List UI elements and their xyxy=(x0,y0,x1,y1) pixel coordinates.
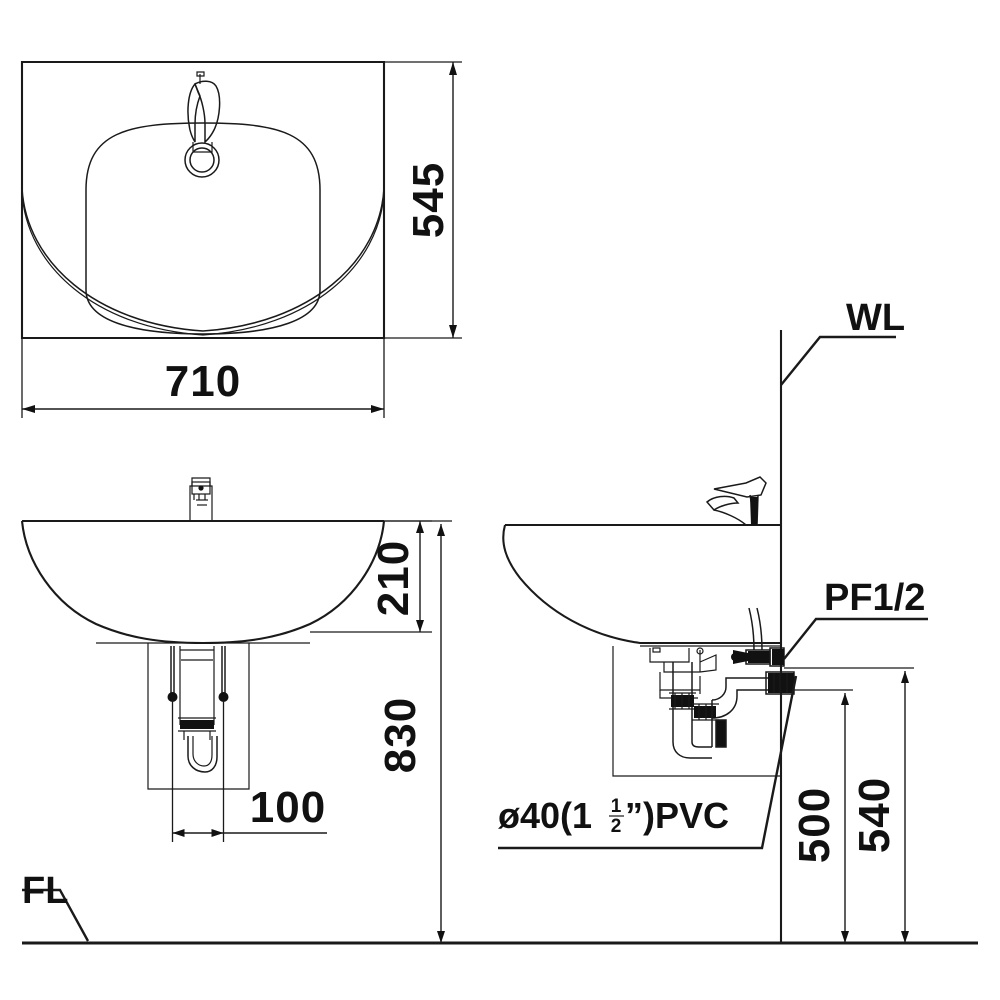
faucet-side xyxy=(705,476,767,526)
pf-leader-group xyxy=(783,617,928,660)
label-water-line: WL xyxy=(846,297,905,339)
dim-width-710: 710 xyxy=(21,338,385,418)
pf-leader xyxy=(783,617,928,660)
wl-leader xyxy=(780,335,896,386)
supply-stub-side xyxy=(765,671,795,695)
basin-profile-side xyxy=(502,523,781,647)
supply-risers-front xyxy=(167,646,229,702)
p-trap-side xyxy=(669,662,712,759)
front-elevation-group xyxy=(20,477,386,790)
dim-supply-height-value: 500 xyxy=(790,787,839,863)
pvc-leader-group xyxy=(498,675,798,850)
plan-view-group xyxy=(20,60,386,340)
angle-stop-valve-side xyxy=(731,607,785,667)
dim-drain-spacing-100: 100 xyxy=(171,700,327,842)
dim-rim-height-830: 830 xyxy=(376,520,452,943)
label-drain-spec-suffix: ”)PVC xyxy=(625,795,729,836)
plan-bowl-sweep xyxy=(21,187,385,336)
dim-width-value: 710 xyxy=(165,357,241,406)
label-drain-spec-numerator: 1 xyxy=(611,796,622,817)
plan-bowl-outline xyxy=(85,122,321,335)
faucet-hole-plan xyxy=(187,71,221,153)
plan-dimensions: 545 710 xyxy=(21,61,462,418)
text-labels: WL FL PF1/2 ø40(1 1 2 ”)PVC xyxy=(22,297,925,912)
dim-supply-height-500: 500 xyxy=(790,689,853,943)
label-supply-spec: PF1/2 xyxy=(824,577,925,619)
dim-depth-value: 545 xyxy=(404,162,453,238)
fl-leader xyxy=(22,888,90,942)
dim-basin-height-210: 210 xyxy=(310,520,432,633)
dim-drain-spacing-value: 100 xyxy=(250,783,326,832)
front-elevation-dimensions: 210 830 100 xyxy=(171,520,452,943)
dim-depth-545: 545 xyxy=(384,61,462,339)
dim-drain-height-value: 540 xyxy=(850,777,899,853)
plan-counter-outline xyxy=(20,60,386,340)
label-floor-line: FL xyxy=(22,870,68,912)
label-drain-spec-denominator: 2 xyxy=(611,816,622,837)
floor-line-group xyxy=(22,888,978,945)
drain-trap-front xyxy=(178,646,218,773)
label-drain-spec: ø40(1 1 2 ”)PVC xyxy=(498,795,729,837)
dim-rim-height-value: 830 xyxy=(376,697,425,773)
dim-drain-height-540: 540 xyxy=(784,667,914,943)
wl-leader-group xyxy=(780,335,896,386)
drain-ring-plan xyxy=(184,142,220,178)
basin-profile-front xyxy=(20,519,386,645)
side-elevation-group xyxy=(502,330,795,943)
under-basin-outline-side xyxy=(612,646,781,777)
dim-basin-height-value: 210 xyxy=(369,540,418,616)
under-basin-outline-front xyxy=(147,643,250,790)
side-elevation-dimensions: 500 540 xyxy=(784,667,914,943)
faucet-front xyxy=(189,477,213,521)
pvc-leader xyxy=(498,675,798,850)
label-drain-spec-prefix: ø40(1 xyxy=(498,795,592,836)
waste-arm-side xyxy=(692,677,781,748)
drain-body-side xyxy=(649,647,717,699)
